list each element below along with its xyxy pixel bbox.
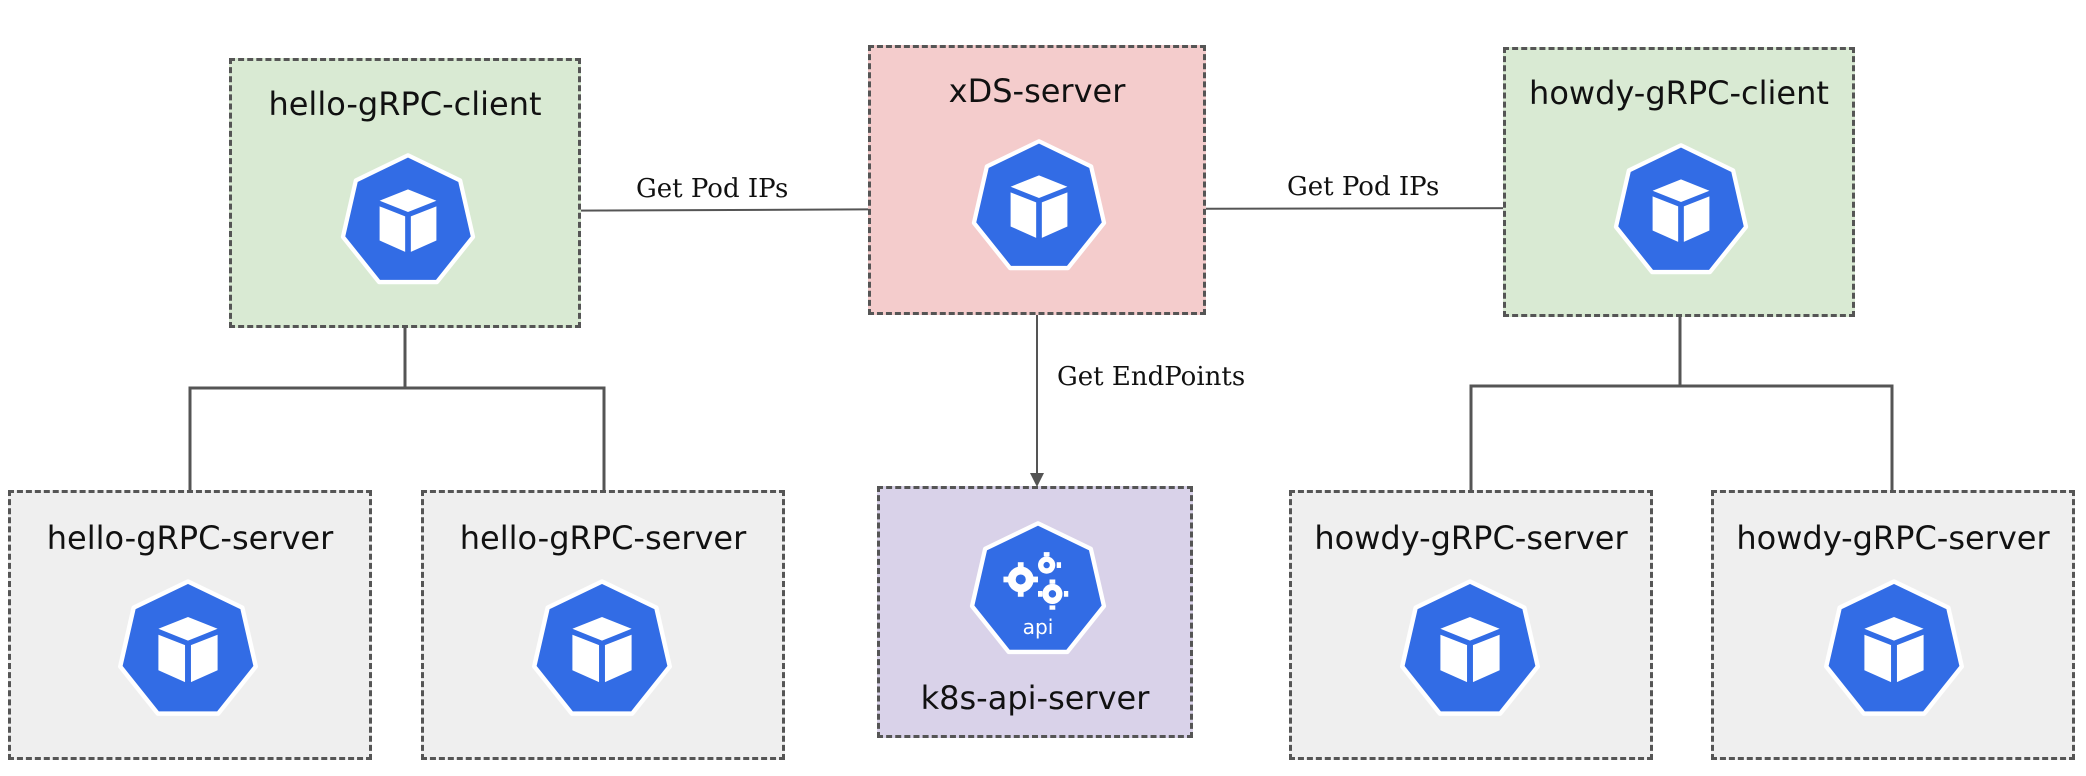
k8s-api-server-label: k8s-api-server: [920, 679, 1150, 717]
xds-server-box: xDS-server: [868, 45, 1206, 315]
gear-icon: [1003, 552, 1069, 610]
edge-label-get-endpoints: Get EndPoints: [1057, 362, 1246, 392]
hello-server-label-2: hello-gRPC-server: [459, 519, 747, 557]
edge-label-hello-get-pod-ips: Get Pod IPs: [636, 174, 789, 204]
hello-server-box-2: hello-gRPC-server: [421, 490, 785, 760]
kubernetes-pod-icon: [340, 153, 476, 285]
kubernetes-pod-icon: [1823, 579, 1965, 716]
edge-hello-tree: [188, 386, 606, 490]
api-icon-text: api: [1023, 615, 1054, 639]
kubernetes-pod-icon: [1399, 579, 1541, 716]
edge-label-howdy-get-pod-ips: Get Pod IPs: [1287, 172, 1440, 202]
k8s-api-server-box: api k8s-api-server: [877, 486, 1193, 738]
kubernetes-api-icon: api: [969, 521, 1107, 655]
edge-howdy-tree: [1469, 384, 1894, 490]
howdy-server-label-2: howdy-gRPC-server: [1736, 519, 2050, 557]
howdy-server-label-1: howdy-gRPC-server: [1314, 519, 1628, 557]
hello-server-label-1: hello-gRPC-server: [46, 519, 334, 557]
xds-server-label: xDS-server: [948, 72, 1126, 110]
hello-client-box: hello-gRPC-client: [229, 58, 581, 328]
kubernetes-pod-icon: [531, 579, 673, 716]
howdy-server-box-2: howdy-gRPC-server: [1711, 490, 2075, 760]
kubernetes-pod-icon: [971, 139, 1107, 271]
howdy-server-box-1: howdy-gRPC-server: [1289, 490, 1653, 760]
howdy-client-label: howdy-gRPC-client: [1529, 74, 1829, 112]
kubernetes-pod-icon: [117, 579, 259, 716]
hello-client-label: hello-gRPC-client: [268, 85, 542, 123]
kubernetes-pod-icon: [1613, 143, 1749, 275]
howdy-client-box: howdy-gRPC-client: [1503, 47, 1855, 317]
hello-server-box-1: hello-gRPC-server: [8, 490, 372, 760]
